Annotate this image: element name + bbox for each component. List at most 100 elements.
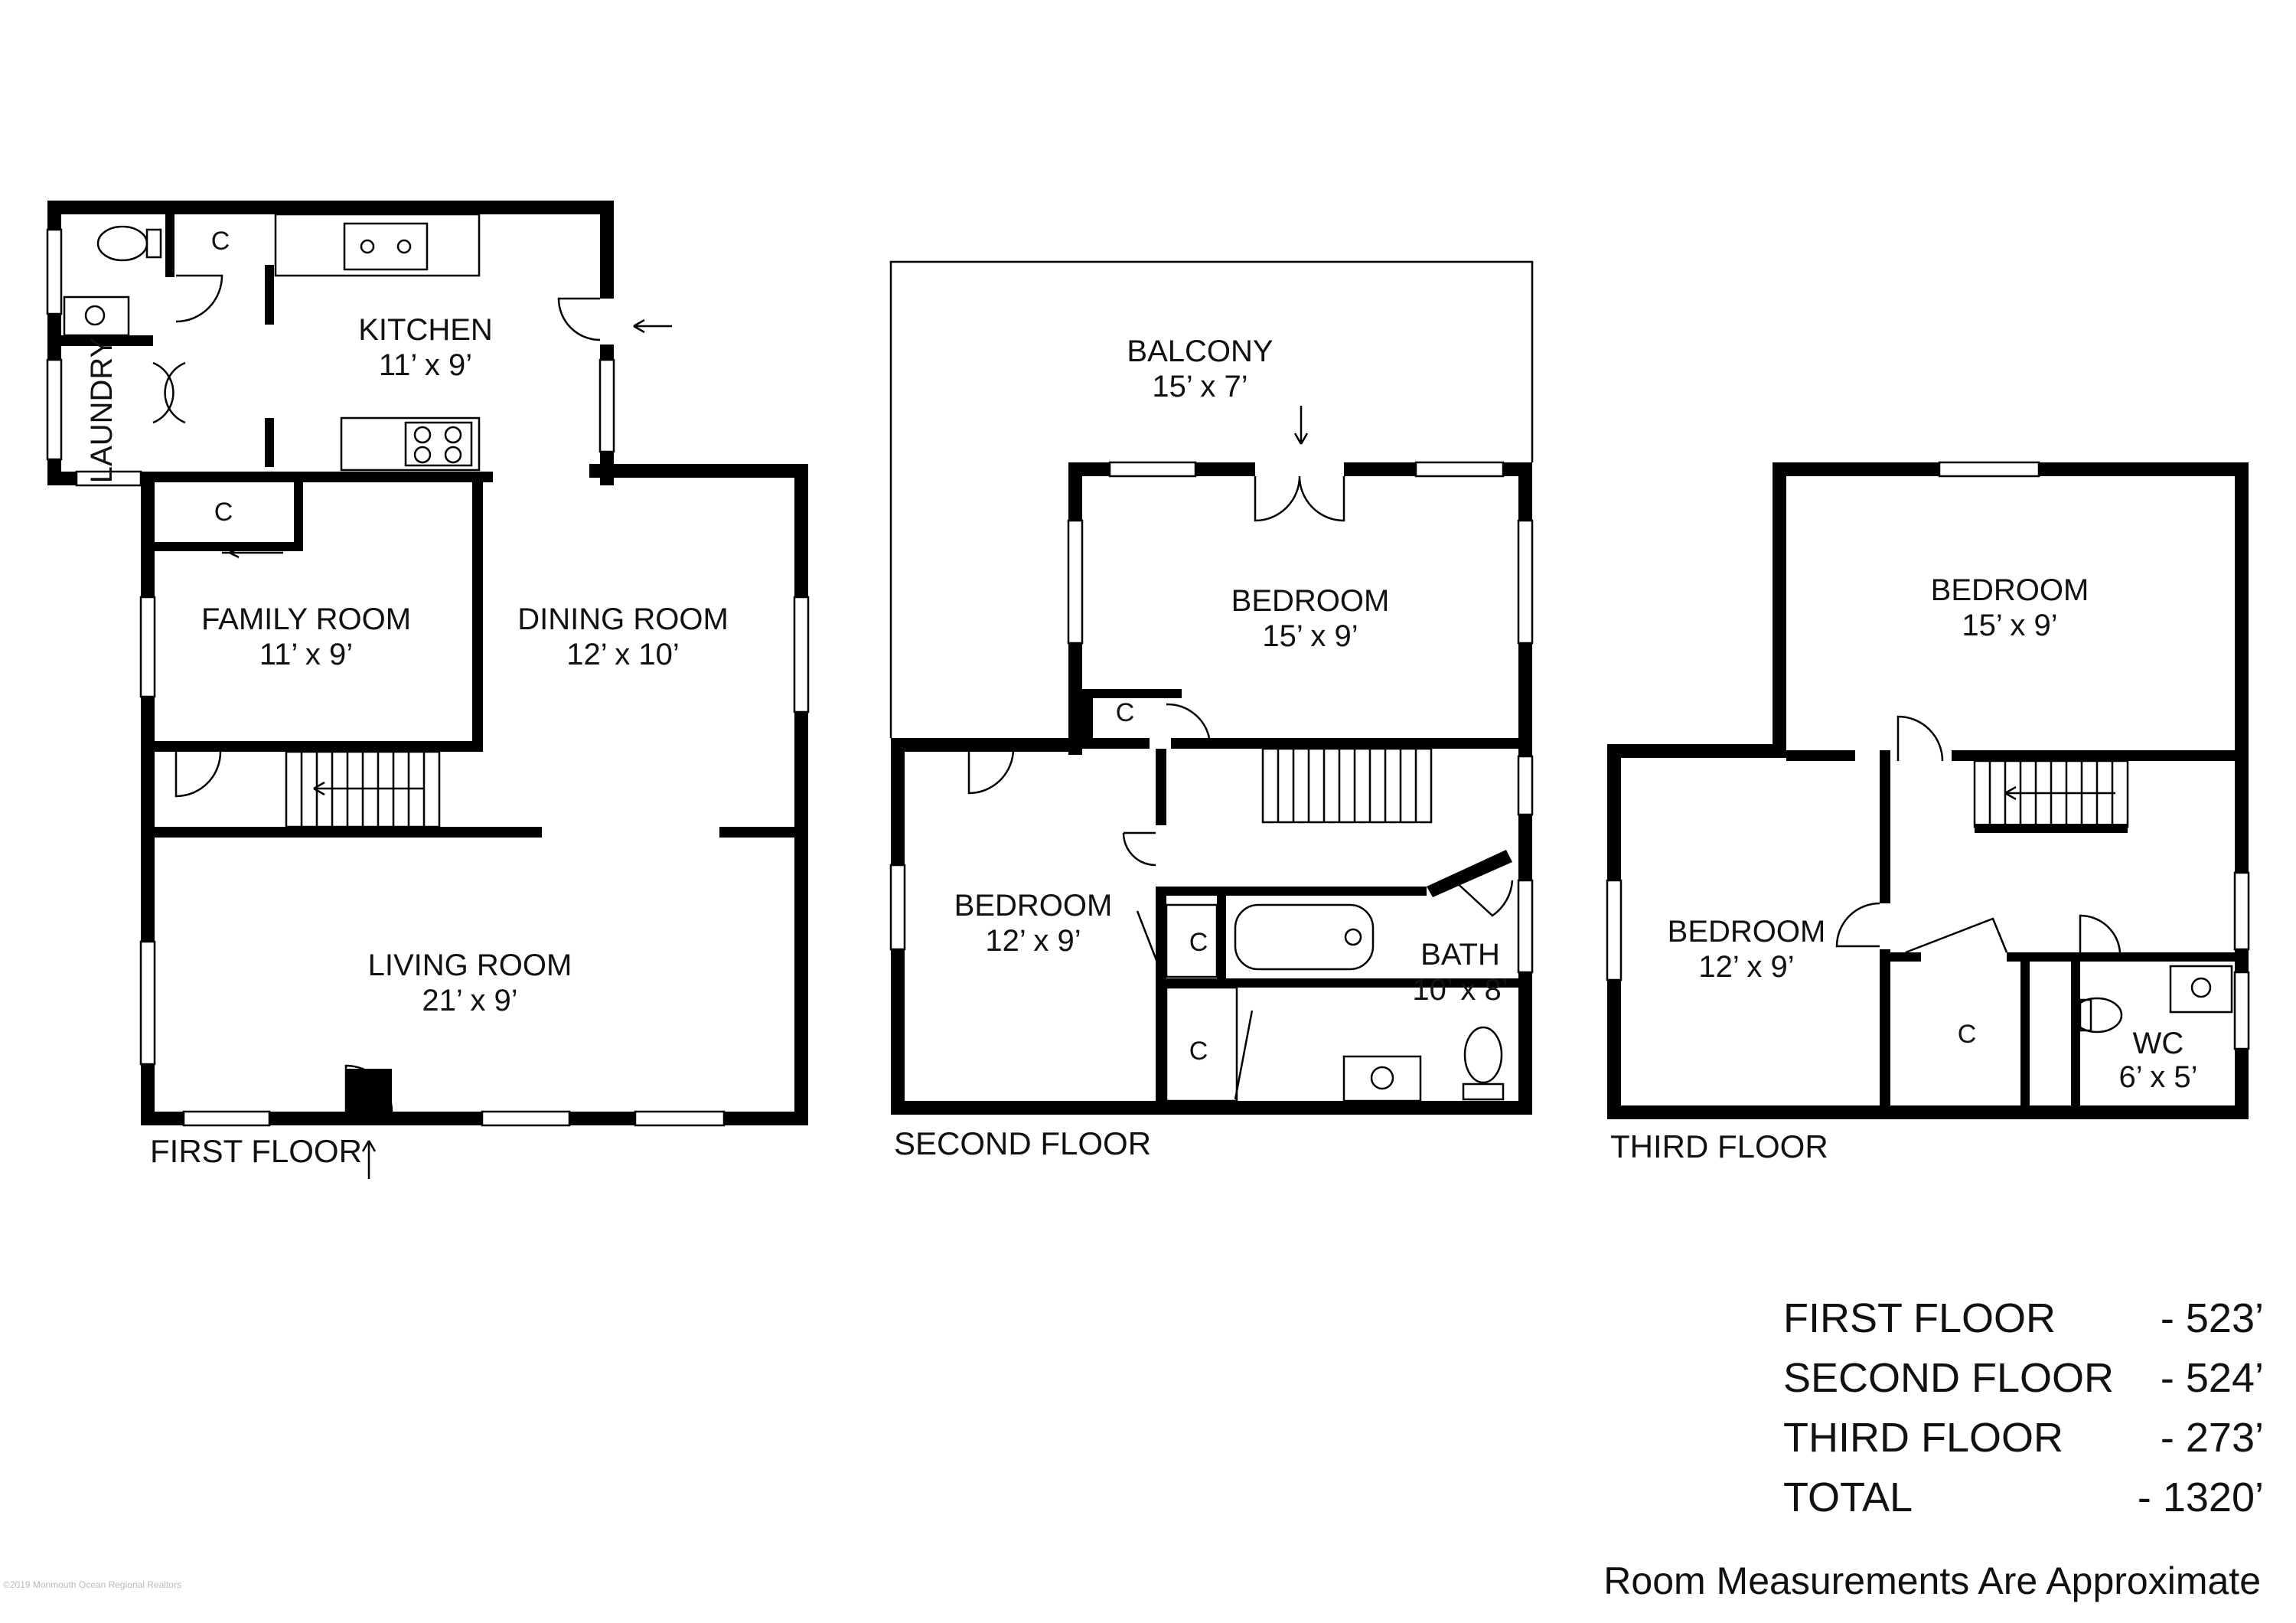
bedroom-size: 12’ x 9’: [985, 924, 1081, 958]
stove-icon: [404, 421, 473, 467]
closet-label: C: [1189, 928, 1208, 957]
stairs: [1261, 747, 1433, 824]
wall: [1082, 697, 1093, 749]
closet: [1165, 903, 1218, 978]
summary-second-value: - 524’: [2161, 1355, 2264, 1401]
closet-label: C: [1189, 1037, 1208, 1066]
family-room-size: 11’ x 9’: [259, 638, 353, 671]
window: [1067, 519, 1084, 645]
window: [139, 596, 156, 698]
window: [634, 1110, 726, 1127]
window: [46, 358, 63, 461]
living-room-size: 21’ x 9’: [422, 984, 517, 1017]
wall: [1166, 978, 1264, 988]
summary-first-value: - 523’: [2161, 1295, 2264, 1341]
sink-drain: [360, 239, 375, 254]
window: [1606, 879, 1623, 981]
sink-drain: [2190, 977, 2212, 998]
disclaimer: Room Measurements Are Approximate: [1603, 1559, 2261, 1602]
door-swing: [1136, 910, 1160, 967]
window: [598, 358, 615, 453]
window: [1517, 519, 1534, 645]
window: [889, 864, 906, 951]
toilet-tank: [145, 228, 162, 259]
dining-room-name: DINING ROOM: [517, 603, 729, 636]
door-swing: [2079, 914, 2122, 953]
sink-drain: [1370, 1066, 1394, 1090]
entry-arrow: [633, 318, 672, 334]
third-floor-plan: BEDROOM 15’ x 9’ BEDROOM 12’ x 9’ WC 6’ …: [1606, 461, 2250, 1164]
wc-size: 6’ x 5’: [2118, 1060, 2197, 1094]
door-swing: [967, 748, 1015, 795]
tub-drain: [1344, 928, 1362, 946]
window: [1414, 461, 1505, 478]
wall: [1156, 887, 1166, 1101]
door-swing: [1234, 1010, 1254, 1100]
closet-label: C: [211, 227, 230, 256]
wall: [719, 827, 804, 838]
door-swing: [1166, 703, 1211, 739]
second-floor-label: SECOND FLOOR: [894, 1125, 1151, 1161]
closet-label: C: [1958, 1020, 1977, 1049]
sink-drain: [396, 239, 412, 254]
wall: [1607, 1105, 2249, 1119]
wall: [2071, 962, 2080, 1105]
wall: [1786, 750, 1855, 761]
second-floor-plan: BALCONY 15’ x 7’ BEDROOM 15’ x 9’ BEDROO…: [889, 260, 1534, 1161]
wall: [153, 542, 303, 551]
burner: [444, 446, 462, 464]
burner: [444, 426, 462, 444]
wall: [2020, 962, 2030, 1105]
wall: [589, 464, 808, 478]
bedroom-size: 15’ x 9’: [1962, 609, 2057, 642]
wall: [47, 201, 614, 214]
window: [2233, 871, 2250, 951]
door: [1255, 462, 1344, 476]
wall: [165, 201, 174, 277]
sink-drain: [84, 305, 106, 326]
door: [346, 1069, 392, 1112]
bath-name: BATH: [1420, 938, 1500, 972]
wall: [1082, 689, 1182, 698]
summary-total-value: - 1320’: [2138, 1474, 2264, 1520]
window: [1108, 461, 1197, 478]
third-floor-label: THIRD FLOOR: [1610, 1128, 1828, 1164]
stairs: [1973, 759, 2129, 828]
stairs: [285, 750, 441, 828]
door-swing: [1122, 831, 1156, 867]
laundry-name: LAUNDRY: [85, 338, 119, 483]
living-room-name: LIVING ROOM: [368, 949, 572, 982]
window: [1517, 879, 1534, 974]
door-swing: [1835, 902, 1880, 948]
balcony-size: 15’ x 7’: [1152, 370, 1247, 403]
wall: [1607, 744, 1786, 758]
kitchen-counter: [340, 416, 481, 472]
door-swing: [1896, 715, 1944, 762]
sink-icon: [63, 296, 130, 337]
wall: [153, 827, 542, 838]
summary-third-label: THIRD FLOOR: [1783, 1415, 2063, 1461]
entry-arrow: [361, 1140, 377, 1179]
wall: [1217, 896, 1226, 978]
wall: [2235, 462, 2249, 1119]
wall: [1156, 749, 1166, 825]
summary-first-label: FIRST FLOOR: [1783, 1295, 2056, 1341]
window: [75, 470, 142, 487]
entry-arrow: [1293, 406, 1309, 445]
wall: [2007, 952, 2235, 962]
wall: [891, 738, 1082, 752]
bedroom-name: BEDROOM: [954, 889, 1113, 923]
window: [793, 596, 810, 714]
closet: [1165, 986, 1238, 1102]
window: [182, 1110, 271, 1127]
dining-room-size: 12’ x 10’: [566, 638, 680, 671]
burner: [413, 426, 432, 444]
door: [600, 299, 614, 345]
toilet-tank: [2079, 998, 2092, 1032]
balcony-name: BALCONY: [1127, 335, 1273, 368]
window: [139, 940, 156, 1066]
wall: [1082, 738, 1150, 749]
bedroom-size: 15’ x 9’: [1262, 619, 1358, 653]
toilet-icon: [96, 225, 148, 262]
